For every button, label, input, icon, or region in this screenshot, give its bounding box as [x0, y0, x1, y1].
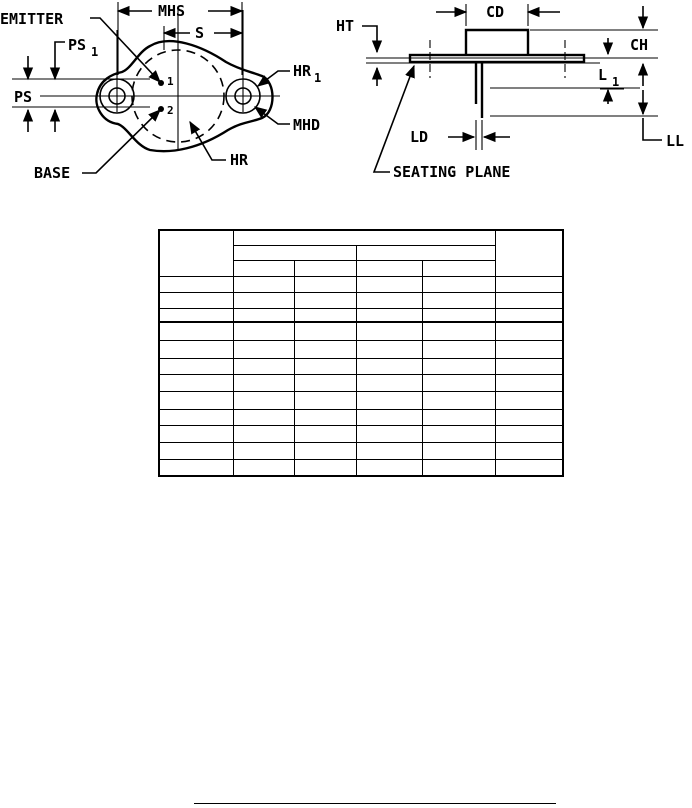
seating-plane-label: SEATING PLANE — [393, 163, 510, 181]
l1-label: L — [598, 66, 607, 84]
pin-2-label: 2 — [167, 104, 174, 117]
footer-rule — [194, 803, 556, 804]
top-view: 1 2 MHS S EMITTER PS 1 PS BASE HR — [0, 2, 321, 182]
table-row — [158, 374, 564, 392]
svg-text:1: 1 — [612, 75, 619, 89]
table-row — [158, 390, 564, 410]
side-view: CD CH L 1 LL HT LD SEATING PLANE — [336, 3, 684, 181]
table-row — [158, 276, 564, 293]
header-cell-notes — [494, 229, 564, 278]
ld-label: LD — [410, 128, 428, 146]
table-row — [158, 340, 564, 359]
table-row — [158, 307, 564, 324]
svg-text:1: 1 — [314, 71, 321, 85]
table-row — [158, 321, 564, 342]
table-row — [158, 459, 564, 477]
table-header-row — [159, 259, 563, 278]
table-row — [158, 425, 564, 443]
emitter-label: EMITTER — [0, 10, 64, 28]
ch-label: CH — [630, 36, 648, 54]
table-header-row — [158, 229, 564, 278]
hr1-label: HR — [293, 62, 312, 80]
case-outline-drawing: 1 2 MHS S EMITTER PS 1 PS BASE HR — [0, 2, 684, 182]
hr-label: HR — [230, 151, 249, 169]
header-cell-max — [421, 259, 496, 278]
ps-label: PS — [14, 88, 32, 106]
header-cell-dimensions — [232, 229, 496, 246]
header-cell-min — [355, 259, 423, 278]
table-row — [158, 408, 564, 427]
pin-1-label: 1 — [167, 75, 174, 88]
ht-label: HT — [336, 17, 354, 35]
s-label: S — [195, 24, 204, 42]
header-cell-symbol — [158, 229, 234, 278]
header-cell-millimeters — [355, 244, 496, 261]
ll-label: LL — [666, 132, 684, 150]
header-cell-inches — [232, 244, 357, 261]
mhd-label: MHD — [293, 116, 320, 134]
svg-text:1: 1 — [91, 45, 98, 59]
cd-label: CD — [486, 3, 504, 21]
dimensions-table — [158, 229, 564, 477]
table-row — [158, 291, 564, 309]
header-cell-min — [232, 259, 295, 278]
ps1-label: PS — [68, 36, 86, 54]
flange-outline — [95, 39, 274, 153]
table-row — [158, 357, 564, 376]
header-cell-max — [293, 259, 357, 278]
mhs-label: MHS — [158, 2, 185, 20]
base-label: BASE — [34, 164, 70, 182]
table-row — [158, 441, 564, 461]
